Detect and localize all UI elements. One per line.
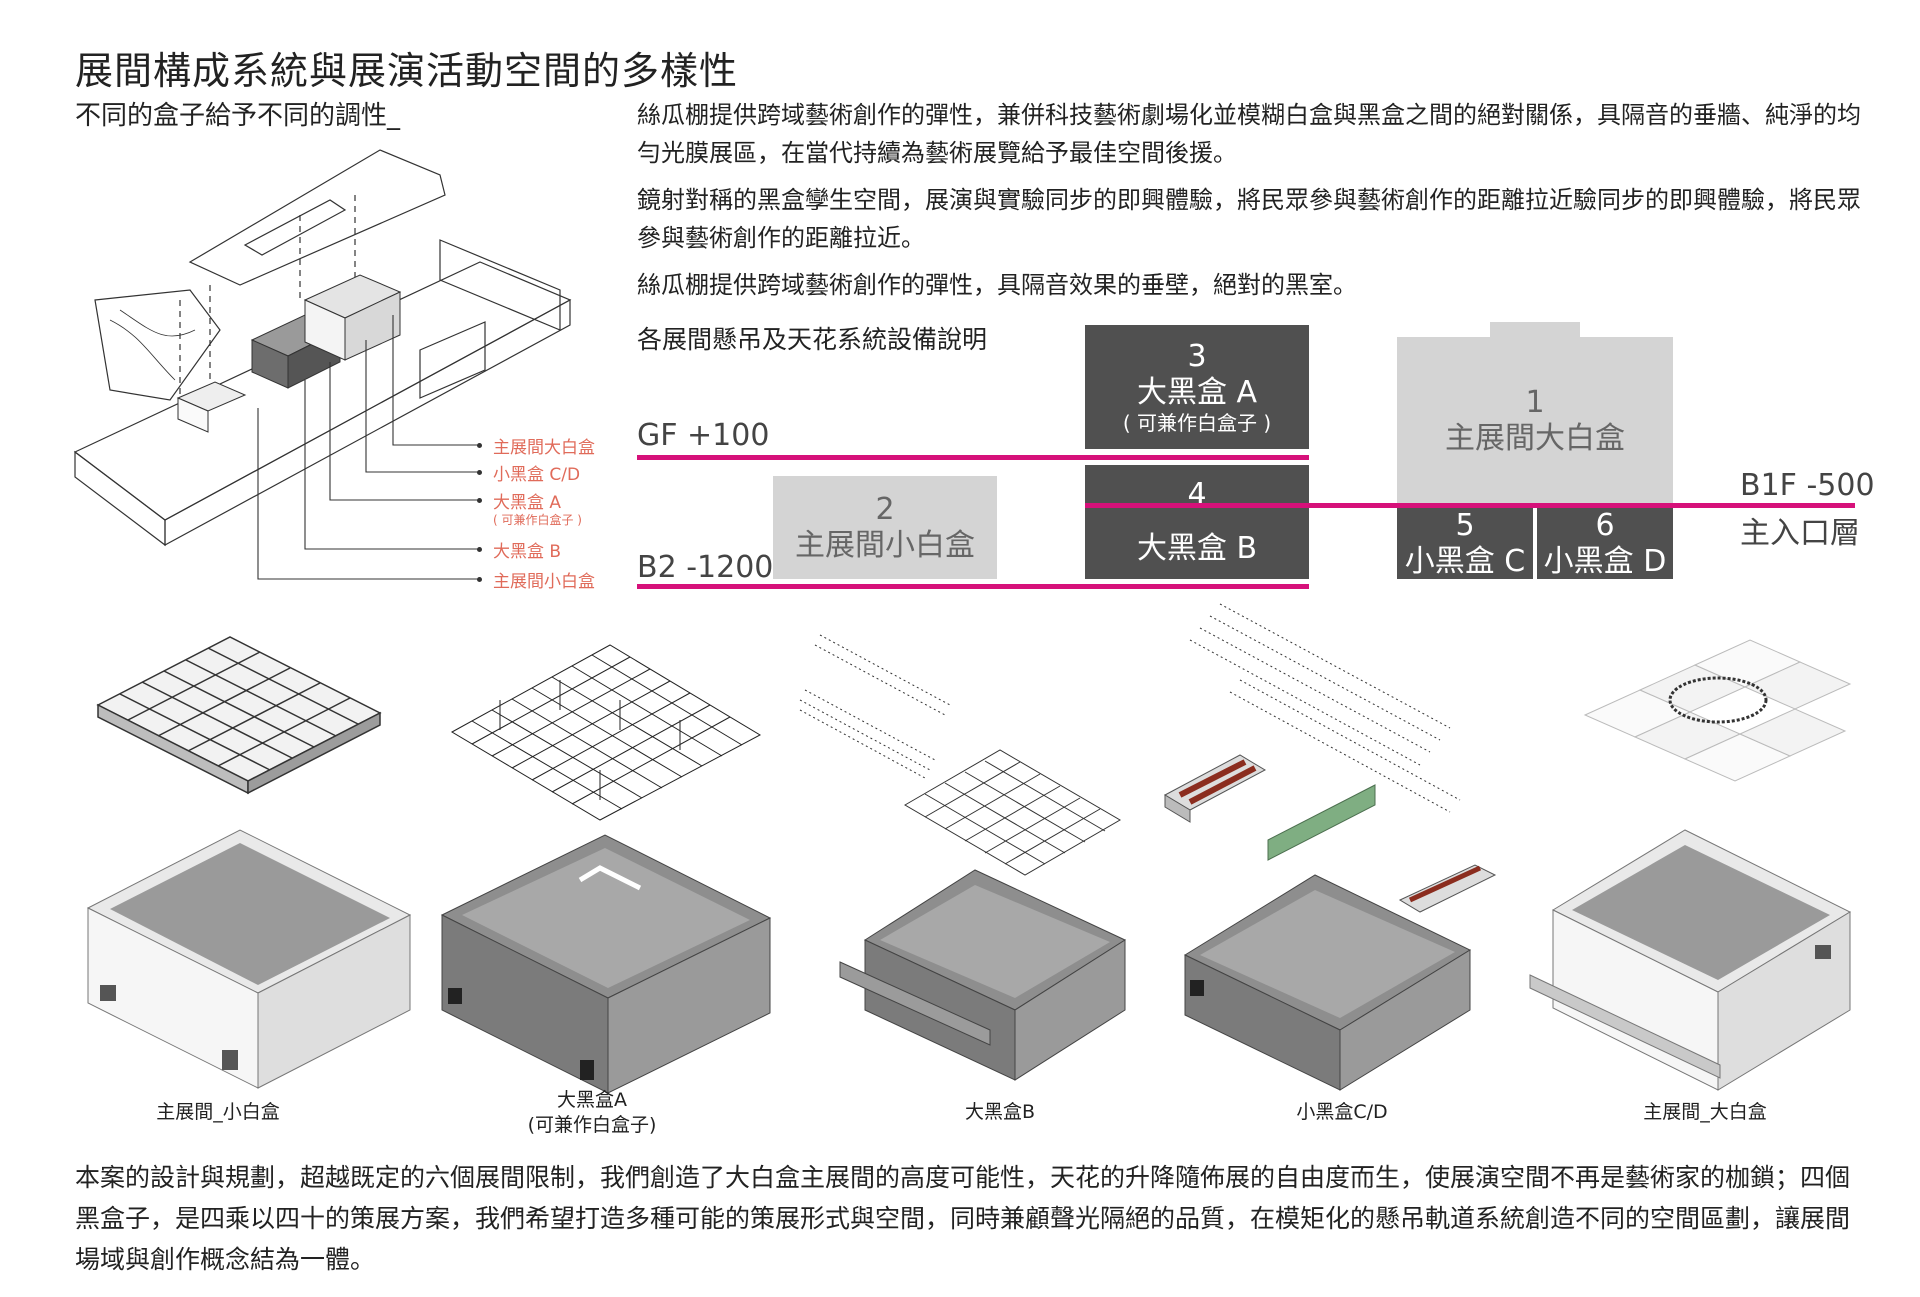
ceiling-grid-small-white <box>96 636 382 795</box>
caption-small-black-cd: 小黑盒C/D <box>1296 1101 1388 1123</box>
intro-paragraph-3: 絲瓜棚提供跨域藝術創作的彈性，具隔音效果的垂壁，絕對的黑室。 <box>637 271 1357 299</box>
page-title: 展間構成系統與展演活動空間的多樣性 <box>75 49 739 93</box>
section-box-3: 3 大黑盒 A ( 可兼作白盒子 ) <box>1085 325 1309 449</box>
box-model-small-white <box>86 829 412 1089</box>
level-label-b1f-note: 主入口層 <box>1740 516 1860 551</box>
section-box-6: 6 小黑盒 D <box>1537 508 1673 579</box>
box-name: 小黑盒 D <box>1543 543 1667 579</box>
legend-item-small-white: 主展間小白盒 <box>493 572 595 592</box>
level-line-gf <box>637 455 1309 460</box>
box-model-large-white <box>1529 829 1852 1091</box>
caption-large-black-a: 大黑盒A <box>557 1089 627 1111</box>
box-main-small-white <box>176 381 247 433</box>
legend-item-large-black-a-note: ( 可兼作白盒子 ) <box>493 513 582 527</box>
acoustic-panel <box>1267 784 1376 861</box>
ceiling-panels-large-white <box>1583 639 1852 782</box>
bottom-paragraph: 本案的設計與規劃，超越既定的六個展間限制，我們創造了大白盒主展間的高度可能性，天… <box>75 1163 1851 1274</box>
legend-dot <box>477 443 482 448</box>
box-name: 大黑盒 B <box>1136 531 1258 566</box>
telescopic-seating-unit <box>1398 864 1497 913</box>
ceiling-mesh-large-black-a <box>450 644 762 821</box>
legend-item-large-white: 主展間大白盒 <box>493 438 595 458</box>
level-label-gf: GF +100 <box>637 418 770 453</box>
box-number: 2 <box>875 491 895 527</box>
box-model-large-black-a <box>440 834 772 1094</box>
section-heading: 各展間懸吊及天花系統設備說明 <box>637 325 988 354</box>
caption-large-white: 主展間_大白盒 <box>1643 1101 1767 1123</box>
ceiling-rails-small-black-cd <box>1189 603 1461 813</box>
box-name: 大黑盒 A <box>1136 375 1258 410</box>
caption-large-black-a-note: (可兼作白盒子) <box>527 1114 657 1136</box>
page-subtitle: 不同的盒子給予不同的調性_ <box>75 101 401 131</box>
box-main-large-white <box>303 274 402 361</box>
box-number: 3 <box>1187 339 1207 374</box>
level-label-b1f: B1F -500 <box>1740 468 1875 503</box>
legend-item-small-black-cd: 小黑盒 C/D <box>493 465 581 485</box>
level-line-b1f <box>1085 503 1855 508</box>
box-name: 小黑盒 C <box>1404 543 1526 579</box>
caption-large-black-b: 大黑盒B <box>964 1101 1036 1123</box>
level-label-b2: B2 -1200 <box>637 550 774 585</box>
box-number: 5 <box>1455 507 1475 543</box>
right-block <box>439 239 561 331</box>
section-box-5: 5 小黑盒 C <box>1397 508 1533 579</box>
roof-shell <box>188 149 446 286</box>
intro-paragraph-1: 絲瓜棚提供跨域藝術創作的彈性，兼併科技藝術劇場化並模糊白盒與黑盒之間的絕對關係，… <box>637 101 1861 167</box>
box-number: 1 <box>1525 385 1545 420</box>
left-sculpted-volume <box>94 289 221 401</box>
intro-paragraph-2: 鏡射對稱的黑盒孿生空間，展演與實驗同步的即興體驗，將民眾參與藝術創作的距離拉近驗… <box>637 186 1861 252</box>
section-box-4: 4 大黑盒 B <box>1085 465 1309 579</box>
legend-dot <box>477 577 482 582</box>
box-name: 主展間大白盒 <box>1445 421 1625 456</box>
right-small-block <box>419 321 486 399</box>
section-box-1: 1 主展間大白盒 <box>1397 337 1673 505</box>
box-number: 6 <box>1595 507 1615 543</box>
legend-dot <box>477 498 482 503</box>
legend-dot <box>477 470 482 475</box>
ceiling-rails-large-black-b <box>799 634 1121 876</box>
section-box-2: 2 主展間小白盒 <box>773 476 997 579</box>
legend-item-large-black-a: 大黑盒 A <box>493 493 562 513</box>
legend-leader-lines <box>257 315 478 580</box>
legend-dot <box>477 547 482 552</box>
box-model-small-black-cd <box>1183 874 1472 1091</box>
box-name: 主展間小白盒 <box>795 527 975 563</box>
caption-small-white: 主展間_小白盒 <box>156 1101 280 1123</box>
telescopic-seating-unit <box>1163 754 1267 823</box>
level-line-b2 <box>637 584 1309 589</box>
box-model-large-black-b <box>839 869 1127 1081</box>
legend-item-large-black-b: 大黑盒 B <box>493 542 562 562</box>
section-box-1-top-step <box>1490 322 1580 340</box>
box-note: ( 可兼作白盒子 ) <box>1122 411 1272 435</box>
